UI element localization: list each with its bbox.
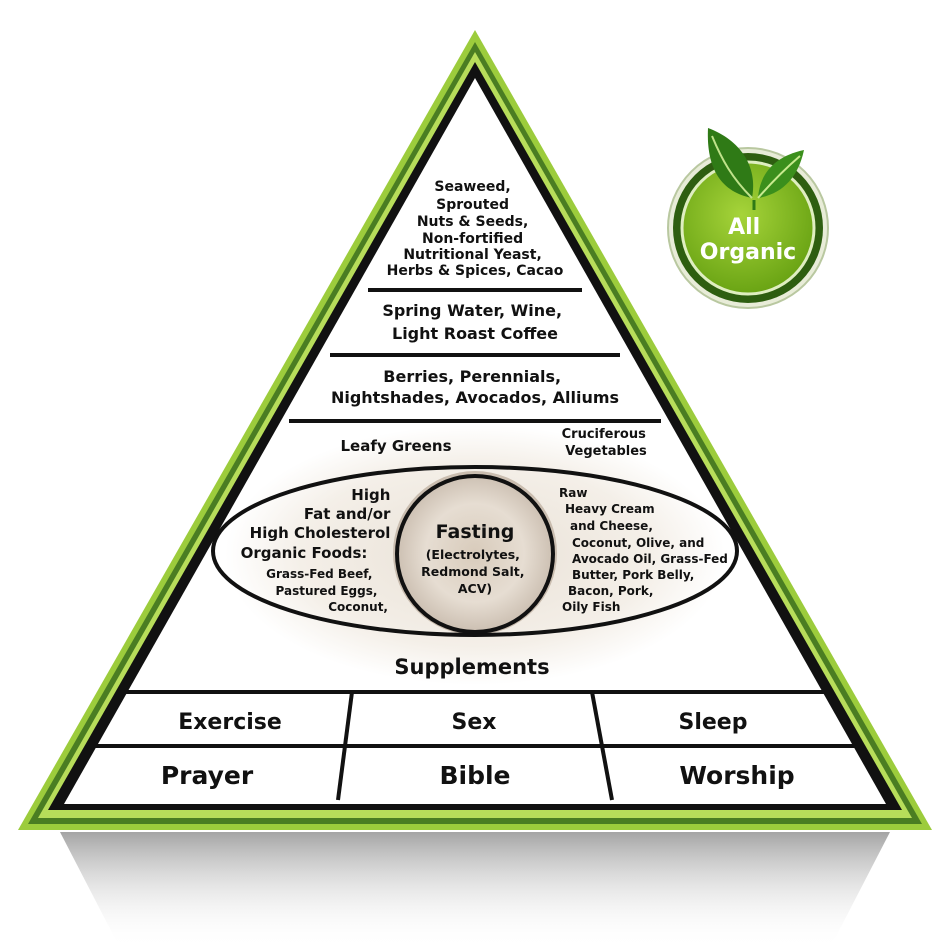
- fruits-band-text: Berries, Perennials, Nightshades, Avocad…: [331, 367, 619, 407]
- fasting-title: Fasting: [436, 521, 515, 543]
- base-divider-a2: [590, 691, 614, 801]
- prayer-label: Prayer: [161, 761, 254, 790]
- worship-label: Worship: [679, 761, 794, 790]
- all-organic-badge: All Organic: [667, 128, 829, 309]
- cruciferous-label: Cruciferous Vegetables: [562, 427, 651, 459]
- fat-foods-ellipse: [211, 465, 739, 637]
- badge-text: All Organic: [700, 215, 796, 265]
- sleep-label: Sleep: [679, 710, 748, 735]
- floor-shadow: [60, 832, 890, 948]
- fasting-circle: [395, 474, 555, 634]
- fasting-details: (Electrolytes, Redmond Salt, ACV): [421, 547, 529, 596]
- supplements-label: Supplements: [394, 655, 549, 679]
- base-divider-a1: [336, 691, 354, 801]
- eye-background: [225, 425, 725, 685]
- leafy-greens-label: Leafy Greens: [340, 437, 451, 455]
- bible-label: Bible: [439, 761, 510, 790]
- leaf-icon: [707, 128, 804, 210]
- top-band-text: Seaweed, Sprouted Nuts & Seeds, Non-fort…: [387, 179, 564, 279]
- exercise-label: Exercise: [178, 710, 282, 735]
- dairy-oils-text: Raw Heavy Cream and Cheese, Coconut, Oli…: [559, 486, 732, 614]
- beverages-band-text: Spring Water, Wine, Light Roast Coffee: [382, 301, 567, 343]
- sex-label: Sex: [452, 710, 497, 735]
- high-fat-foods-text: High Fat and/or High Cholesterol Organic…: [241, 485, 396, 614]
